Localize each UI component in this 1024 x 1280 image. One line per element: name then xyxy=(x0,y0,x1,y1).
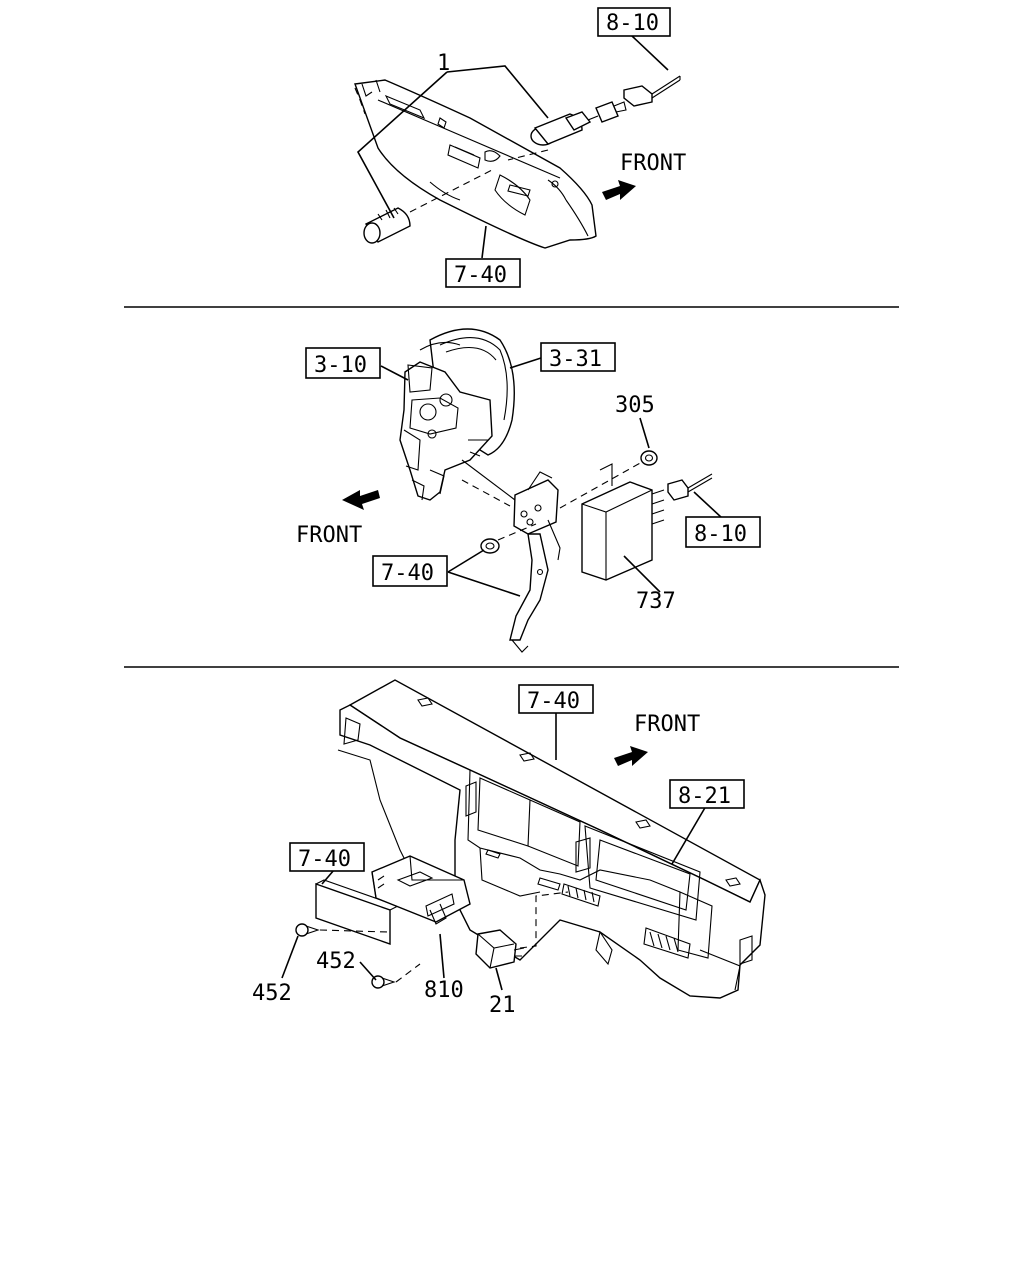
console-switch-left xyxy=(363,207,411,244)
console-switch-right xyxy=(530,101,627,146)
arm-bracket-drawing xyxy=(461,459,561,653)
part-number-810: 810 xyxy=(424,978,464,1003)
lower-bracket-drawing xyxy=(315,855,471,945)
ref-box-7-40-left xyxy=(289,842,365,872)
front-arrow-left-icon xyxy=(342,490,380,510)
part-number-305: 305 xyxy=(615,393,655,418)
ref-box-3-10 xyxy=(305,347,381,379)
nut-7-40 xyxy=(480,538,500,554)
ref-label-8-10-mid: 8-10 xyxy=(694,522,747,547)
part-number-737: 737 xyxy=(636,589,676,614)
ref-label-7-40: 7-40 xyxy=(454,263,507,288)
nut-305 xyxy=(640,450,658,466)
front-arrow-bottom-icon xyxy=(614,746,648,766)
ref-box-8-10 xyxy=(597,7,671,37)
ref-box-8-21 xyxy=(669,779,745,809)
ref-label-7-40-top: 7-40 xyxy=(527,689,580,714)
screw-452-a xyxy=(295,923,320,937)
ref-box-7-40-top xyxy=(518,684,594,714)
ref-label-8-10: 8-10 xyxy=(606,11,659,36)
section-controller-assembly: 3-10 3-31 305 8-10 FRONT 7-40 737 xyxy=(296,328,761,653)
part-number-452-b: 452 xyxy=(316,949,356,974)
front-arrow-icon xyxy=(602,180,636,200)
ref-label-3-10: 3-10 xyxy=(314,353,367,378)
console-panel-drawing xyxy=(354,79,597,249)
ref-label-8-21: 8-21 xyxy=(678,784,731,809)
screw-452-b xyxy=(371,975,396,989)
connector-8-10-mid xyxy=(667,473,713,501)
controller-box-737 xyxy=(581,463,665,581)
connector-8-10-top xyxy=(623,75,681,107)
dashboard-drawing xyxy=(337,679,766,999)
relay-21 xyxy=(475,929,525,969)
front-label-bottom: FRONT xyxy=(634,712,700,737)
part-number-21: 21 xyxy=(489,993,516,1018)
ref-label-3-31: 3-31 xyxy=(549,347,602,372)
part-number-1: 1 xyxy=(437,51,450,76)
ref-box-3-31 xyxy=(540,342,616,372)
mechanism-drawing xyxy=(399,361,493,501)
part-number-452-a: 452 xyxy=(252,981,292,1006)
ref-box-7-40-mid xyxy=(372,555,448,587)
front-label-mid: FRONT xyxy=(296,523,362,548)
ref-label-7-40-mid: 7-40 xyxy=(381,561,434,586)
ref-box-7-40 xyxy=(445,258,521,288)
ref-label-7-40-left: 7-40 xyxy=(298,847,351,872)
front-label: FRONT xyxy=(620,151,686,176)
ref-box-8-10-mid xyxy=(685,516,761,548)
section-dashboard: 7-40 FRONT 8-21 7-40 452 452 810 21 xyxy=(252,679,766,1018)
section-console-panel: 8-10 1 FRONT 7-40 xyxy=(354,7,686,288)
